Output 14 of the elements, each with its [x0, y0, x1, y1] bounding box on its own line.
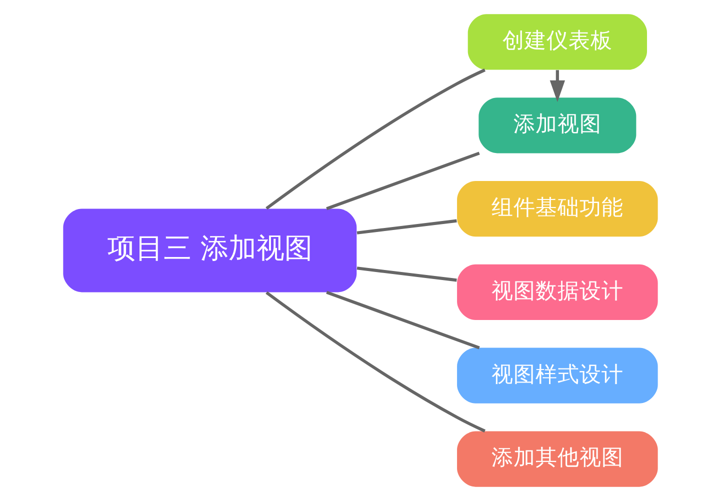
node-box: 添加视图 [478, 98, 636, 154]
node-box: 创建仪表板 [468, 14, 647, 70]
connector [326, 152, 480, 210]
node-box: 组件基础功能 [457, 181, 658, 237]
connector [266, 291, 486, 432]
connector [326, 290, 480, 350]
arrow [550, 70, 566, 102]
node-box: 视图样式设计 [457, 348, 658, 404]
node-box: 项目三 添加视图 [63, 208, 357, 292]
node-box: 添加其他视图 [457, 431, 658, 487]
connector [266, 68, 486, 210]
node-box: 视图数据设计 [457, 264, 658, 320]
connector [356, 266, 457, 282]
connector [356, 219, 457, 234]
